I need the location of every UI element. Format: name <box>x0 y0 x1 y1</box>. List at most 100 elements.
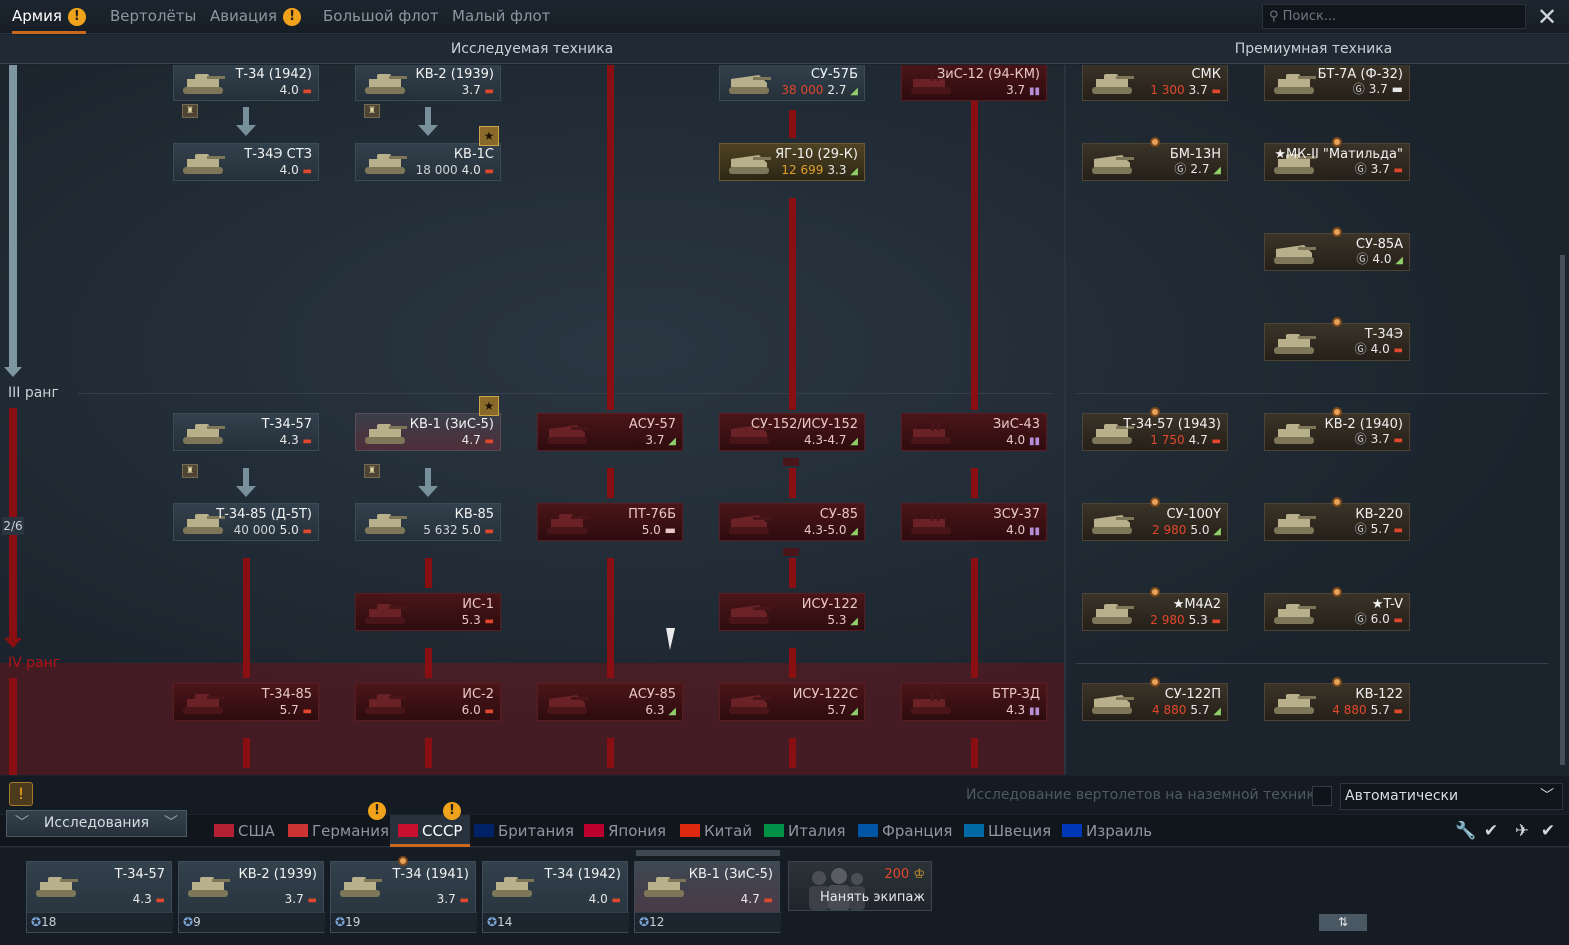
research-mode-select[interactable]: Автоматически﹀ <box>1340 783 1563 810</box>
check-icon[interactable]: ✔ <box>1483 821 1499 841</box>
vehicle-card-btr3d[interactable]: БТР-ЗД 4.3 ▮▮ <box>901 683 1047 721</box>
close-icon[interactable]: ✕ <box>1536 3 1558 31</box>
vehicle-cost: Ⓖ <box>1356 252 1369 266</box>
vehicle-name: КВ-220 <box>1355 507 1403 522</box>
research-line <box>971 468 978 498</box>
nation-tab-9[interactable]: Израиль <box>1062 815 1152 847</box>
crew-slot-0[interactable]: Т-34-57 4.3 ▬ ✪18 <box>26 861 173 933</box>
nation-tab-3[interactable]: Британия <box>474 815 574 847</box>
helicopter-research-option-label: Исследование вертолетов на наземной техн… <box>966 787 1324 803</box>
warning-button[interactable]: ! <box>9 782 33 806</box>
hire-label: Нанять экипаж <box>819 890 925 905</box>
nation-tab-7[interactable]: Франция <box>858 815 952 847</box>
vehicle-card-su152[interactable]: СУ-152/ИСУ-152 4.3-4.7 ◢ <box>719 413 865 451</box>
chevron-icon: ﹀ <box>164 815 178 831</box>
vehicle-card-t34e-stz[interactable]: Т-34Э СТЗ 4.0 ▬ <box>173 143 319 181</box>
nation-tab-0[interactable]: США <box>214 815 275 847</box>
vehicle-name: АСУ-85 <box>628 687 676 702</box>
vehicle-card-kv2-1939[interactable]: КВ-2 (1939) 3.7 ▬ <box>355 65 501 101</box>
vehicle-name: Т-34-85 <box>261 687 312 702</box>
tree-scrollbar[interactable] <box>1560 255 1565 765</box>
premium-marker-icon <box>1150 137 1160 147</box>
vehicle-card-t3457[interactable]: Т-34-57 4.3 ▬ <box>173 413 319 451</box>
swap-icon[interactable]: ⇅ <box>1319 914 1367 931</box>
tab-aviation[interactable]: Авиация! <box>210 0 302 34</box>
nation-tab-4[interactable]: Япония <box>584 815 666 847</box>
vehicle-name: ★МК-II "Матильда" <box>1274 147 1403 162</box>
nation-tab-1[interactable]: Германия <box>288 815 389 847</box>
vehicle-card-pt76b[interactable]: ПТ-76Б 5.0 ▬ <box>537 503 683 541</box>
vehicle-br: 5.7 ▬ <box>279 703 312 717</box>
plane-icon[interactable]: ✈ <box>1514 821 1530 841</box>
vehicle-card-is1[interactable]: ИС-1 5.3 ▬ <box>355 593 501 631</box>
vehicle-card-zsu37[interactable]: ЗСУ-37 4.0 ▮▮ <box>901 503 1047 541</box>
vehicle-card-kv1zis5[interactable]: КВ-1 (ЗиС-5) 4.7 ▬ <box>355 413 501 451</box>
vehicle-card-zis43[interactable]: ЗиС-43 4.0 ▮▮ <box>901 413 1047 451</box>
vehicle-card-isu122[interactable]: ИСУ-122 5.3 ◢ <box>719 593 865 631</box>
tab-army[interactable]: Армия! <box>12 0 86 34</box>
vehicle-class-icon: ◢ <box>850 526 858 537</box>
tab-coastal-fleet[interactable]: Малый флот <box>452 7 551 25</box>
vehicle-card-asu57[interactable]: АСУ-57 3.7 ◢ <box>537 413 683 451</box>
vehicle-card-isu122s[interactable]: ИСУ-122С 5.7 ◢ <box>719 683 865 721</box>
nation-tab-2[interactable]: СССР <box>390 815 471 847</box>
wrench-icon[interactable]: 🔧 <box>1455 821 1477 841</box>
vehicle-card-t34-1942[interactable]: Т-34 (1942) 4.0 ▬ <box>173 65 319 101</box>
vehicle-name: ИС-1 <box>462 597 494 612</box>
nation-tab-5[interactable]: Китай <box>680 815 752 847</box>
crew-icon: ♜ <box>364 104 380 118</box>
nation-tab-6[interactable]: Италия <box>764 815 846 847</box>
vehicle-card-t3485[interactable]: Т-34-85 5.7 ▬ <box>173 683 319 721</box>
crew-slot-4[interactable]: КВ-1 (ЗиС-5) 4.7 ▬ ✪12 ⇅ <box>634 861 1367 933</box>
research-line <box>971 558 978 678</box>
crew-slot-1[interactable]: КВ-2 (1939) 3.7 ▬ ✪9 <box>178 861 325 933</box>
vehicle-class-icon: ▬ <box>1211 616 1221 627</box>
vehicle-class-icon: ▬ <box>1211 86 1221 97</box>
vehicle-name: ★М4А2 <box>1172 597 1221 612</box>
crew-slot-3[interactable]: Т-34 (1942) 4.0 ▬ ✪14 <box>482 861 629 933</box>
arrow-down-icon <box>4 638 22 648</box>
flag-icon <box>474 824 494 837</box>
slot-vehicle-name: КВ-2 (1939) <box>238 867 317 882</box>
vehicle-card-asu85[interactable]: АСУ-85 6.3 ◢ <box>537 683 683 721</box>
research-line <box>971 738 978 768</box>
nation-tab-8[interactable]: Швеция <box>964 815 1051 847</box>
arrow-shaft <box>243 468 249 486</box>
tab-bluewater-fleet[interactable]: Большой флот <box>323 7 439 25</box>
search-input[interactable]: ⚲ Поиск... <box>1262 4 1526 29</box>
research-tree[interactable]: III ранг 2/6 IV ранг ♜ ♜ ♜ ♜ Т-34 (1942)… <box>0 65 1569 775</box>
slot-vehicle-br: 4.7 ▬ <box>740 892 773 906</box>
crew-icon: ♜ <box>364 464 380 478</box>
tab-helicopters[interactable]: Вертолёты <box>110 7 197 25</box>
vehicle-br: 4.0 ▮▮ <box>1006 523 1040 537</box>
check-icon[interactable]: ✔ <box>1540 821 1556 841</box>
helicopter-research-checkbox[interactable] <box>1312 786 1332 806</box>
vehicle-card-zis12[interactable]: ЗиС-12 (94-КМ) 3.7 ▮▮ <box>901 65 1047 101</box>
vehicle-card-su85[interactable]: СУ-85 4.3-5.0 ◢ <box>719 503 865 541</box>
hire-crew-button[interactable]: 200 ♔ Нанять экипаж <box>788 861 932 911</box>
research-button[interactable]: ﹀Исследования﹀ <box>6 810 187 837</box>
crew-slot-2[interactable]: Т-34 (1941) 3.7 ▬ ✪19 <box>330 861 477 933</box>
vehicle-card-is2[interactable]: ИС-2 6.0 ▬ <box>355 683 501 721</box>
